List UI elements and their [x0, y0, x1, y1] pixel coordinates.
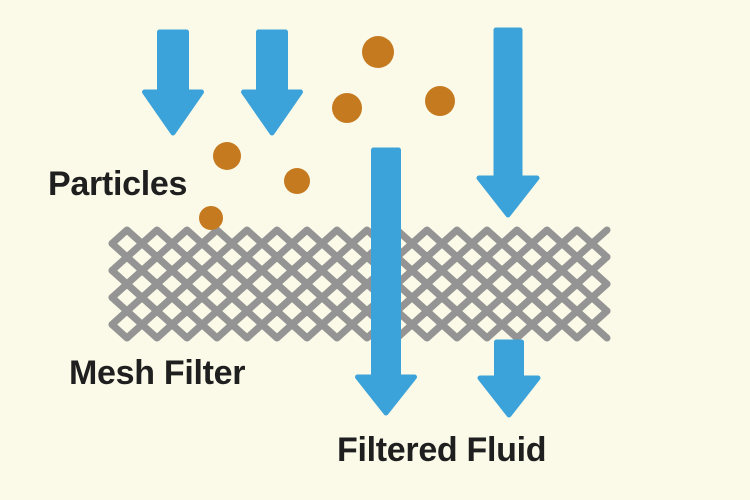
flow-arrow-through-mesh — [355, 147, 417, 416]
particle-dot — [362, 36, 394, 68]
mesh-filter-label: Mesh Filter — [69, 354, 246, 392]
particle-dot — [332, 93, 362, 123]
particles-label: Particles — [48, 165, 188, 203]
particle-dot — [213, 142, 241, 170]
particle-dot — [284, 168, 310, 194]
flow-arrow-top-mid — [241, 29, 303, 136]
flow-arrow-top-left — [142, 29, 204, 136]
flow-arrow-below-mesh — [477, 339, 541, 418]
mesh-filter-graphic — [108, 226, 611, 342]
particle-dot — [425, 86, 455, 116]
filtered-fluid-label: Filtered Fluid — [337, 431, 547, 469]
flow-arrow-right-long — [476, 27, 540, 218]
particle-dot — [199, 206, 223, 230]
